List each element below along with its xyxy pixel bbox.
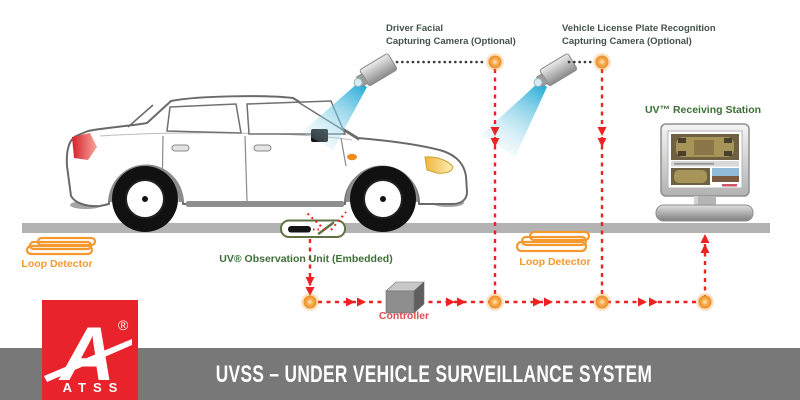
loop-detector-right-label: Loop Detector: [519, 256, 591, 268]
driver-camera-icon: [353, 53, 398, 88]
plate-camera-label-line1: Vehicle License Plate Recognition: [562, 23, 716, 34]
controller-cube-icon: [385, 281, 425, 314]
scan-ray: [306, 212, 326, 231]
taillight: [72, 133, 97, 160]
logo-swoosh: [44, 339, 132, 382]
logo-name: ATSS: [62, 380, 125, 395]
scan-ray: [330, 211, 347, 231]
loop-coil-left-icon: [25, 236, 97, 256]
car-illustration: [65, 95, 468, 232]
plate-camera-icon: [533, 53, 578, 88]
driver-camera-label-line2: Capturing Camera (Optional): [386, 36, 516, 47]
plate-camera-label-line2: Capturing Camera (Optional): [562, 36, 692, 47]
receiving-station-monitor-icon: [655, 123, 754, 222]
receiving-station-label: UV™ Receiving Station: [644, 104, 762, 116]
driver-camera-label: Driver Facial Capturing Camera (Optional…: [386, 22, 516, 48]
side-indicator: [347, 153, 357, 161]
footer-title: UVSS – UNDER VEHICLE SURVEILLANCE SYSTEM: [215, 361, 653, 388]
atss-logo: A ® ATSS: [42, 300, 138, 400]
driver-camera-beam: [302, 82, 367, 150]
controller-label: Controller: [378, 310, 430, 322]
rear-wheel: [112, 166, 178, 232]
plate-camera-beam: [481, 82, 547, 157]
front-wheel: [350, 166, 416, 232]
loop-detector-left-label: Loop Detector: [21, 258, 93, 270]
loop-coil-right-icon: [515, 230, 591, 253]
observation-unit-label: UV® Observation Unit (Embedded): [219, 253, 393, 265]
plate-camera-label: Vehicle License Plate Recognition Captur…: [562, 22, 716, 48]
headlight: [424, 156, 454, 174]
driver-camera-label-line1: Driver Facial: [386, 23, 444, 34]
logo-mark: A ®: [44, 312, 132, 397]
logo-registered-icon: ®: [118, 317, 129, 333]
observation-unit-icon: [280, 211, 347, 238]
